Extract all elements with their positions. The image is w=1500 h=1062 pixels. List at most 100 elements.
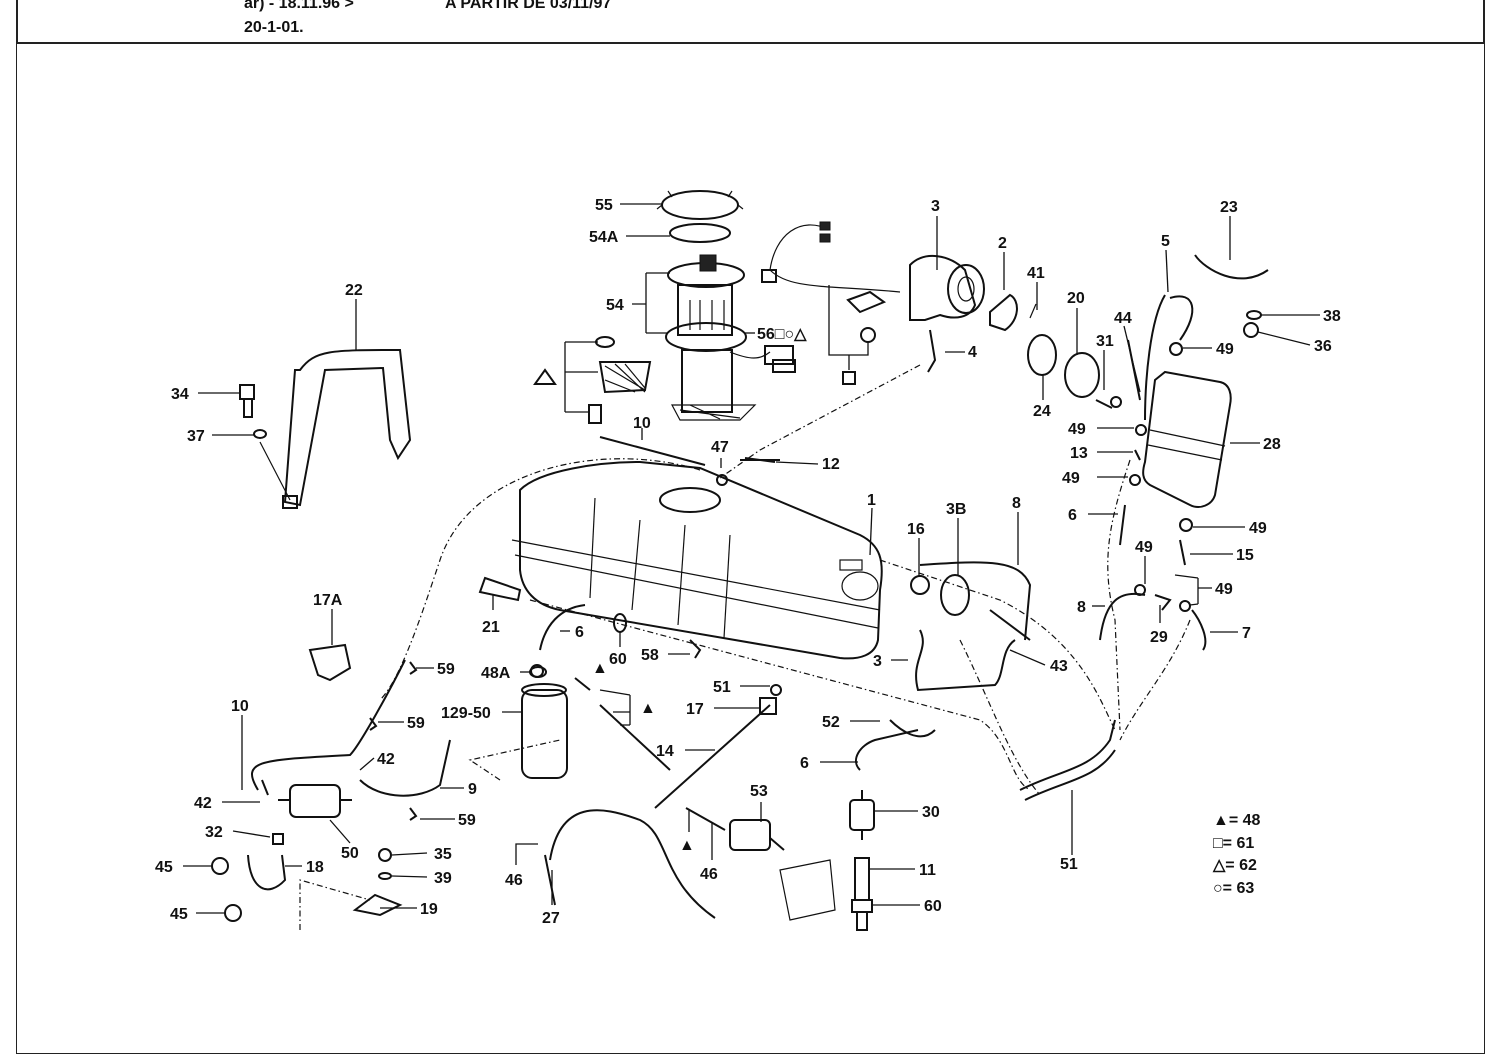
hose-10 (251, 659, 406, 791)
callout-49-e: 49 (1135, 539, 1153, 556)
fuel-filter-canister (521, 666, 568, 779)
callout-9: 9 (468, 781, 477, 798)
fuel-lines (478, 436, 1207, 692)
callout-49-a: 49 (1216, 341, 1234, 358)
callout-20: 20 (1067, 290, 1085, 307)
callout-48a: 48A (481, 665, 511, 682)
frame-left-edge (16, 0, 18, 44)
callout-42-top: 42 (377, 751, 395, 768)
engine-bracket (779, 859, 836, 921)
clamp-51 (770, 684, 782, 696)
callout-28: 28 (1263, 436, 1281, 453)
callout-52: 52 (822, 714, 840, 731)
callout-53: 53 (750, 783, 768, 800)
hose-9 (359, 739, 451, 797)
callout-34: 34 (171, 386, 189, 403)
callout-54: 54 (606, 297, 624, 314)
callout-59-a: 59 (437, 661, 455, 678)
legend-row-filled-triangle: ▲= 48 (1213, 812, 1261, 829)
callout-18: 18 (306, 859, 324, 876)
callout-6-right: 6 (1068, 507, 1077, 524)
callout-49-b: 49 (1068, 421, 1086, 438)
hose-6-lower (855, 729, 919, 771)
callout-129-50: 129-50 (441, 705, 491, 722)
callout-54a: 54A (589, 229, 619, 246)
hose-27 (549, 809, 716, 919)
clip-59-c (409, 807, 418, 821)
valve-13 (1134, 449, 1141, 461)
callout-10-left: 10 (231, 698, 249, 715)
header-date-range: ar) - 18.11.96 > (244, 0, 354, 12)
tank-strap (259, 348, 412, 509)
callout-45-upper: 45 (155, 859, 173, 876)
wiring-harness (761, 221, 901, 385)
callout-11: 11 (919, 862, 936, 879)
callout-51-bottom: 51 (1060, 856, 1078, 873)
pipe-bundle-51 (1019, 719, 1116, 791)
connector-29 (1154, 594, 1172, 611)
callout-tri-46: ▲ (679, 837, 695, 854)
callout-29: 29 (1150, 629, 1168, 646)
callout-21: 21 (482, 619, 500, 636)
callout-5: 5 (1161, 233, 1170, 250)
callout-60-bottom: 60 (924, 898, 942, 915)
fuel-filter-50 (278, 784, 352, 818)
callout-labels: 55 54A 54 56□○△ 10 47 12 3 2 41 4 20 31 … (155, 197, 1341, 927)
callout-1: 1 (867, 492, 876, 509)
bolt-34 (239, 384, 255, 400)
callout-44: 44 (1114, 310, 1132, 327)
bracket-19 (352, 893, 403, 917)
callout-60-mid: 60 (609, 651, 627, 668)
callout-46-right: 46 (700, 866, 718, 883)
callout-49-d: 49 (1249, 520, 1267, 537)
callout-tri-48a: ▲ (592, 660, 608, 677)
callout-24: 24 (1033, 403, 1051, 420)
clamp-16 (910, 575, 930, 595)
callout-14: 14 (656, 743, 674, 760)
callout-49-f: 49 (1215, 581, 1233, 598)
header-date-range-end: 20-1-01. (244, 19, 304, 36)
filler-neck (909, 254, 1122, 409)
callout-31: 31 (1096, 333, 1114, 350)
callout-3-top: 3 (931, 198, 940, 215)
nut-36 (1243, 322, 1259, 338)
callout-22: 22 (345, 282, 363, 299)
callout-43: 43 (1050, 658, 1068, 675)
callout-15: 15 (1236, 547, 1254, 564)
callout-6-mid: 6 (575, 624, 584, 641)
hose-14 (654, 704, 771, 809)
spring-12 (744, 457, 776, 463)
fuel-pump-assembly (656, 190, 796, 421)
callout-27: 27 (542, 910, 560, 927)
callout-35: 35 (434, 846, 452, 863)
callout-12: 12 (822, 456, 840, 473)
callout-36: 36 (1314, 338, 1332, 355)
callout-8-top: 8 (1012, 495, 1021, 512)
legend-row-triangle: △= 62 (1212, 857, 1257, 874)
diagram-frame (16, 42, 1485, 1054)
pump-seal-kit (533, 336, 652, 424)
callout-58: 58 (641, 647, 659, 664)
callout-37: 37 (187, 428, 205, 445)
callout-23: 23 (1220, 199, 1238, 216)
leader-lines (183, 203, 1320, 914)
callout-59-c: 59 (458, 812, 476, 829)
callout-3-lower: 3 (873, 653, 882, 670)
callout-2: 2 (998, 235, 1007, 252)
callout-17a: 17A (313, 592, 343, 609)
callout-7: 7 (1242, 625, 1251, 642)
inline-filter-53 (685, 807, 785, 851)
callout-39: 39 (434, 870, 452, 887)
frame-right-edge (1483, 0, 1485, 44)
callout-45-lower: 45 (170, 906, 188, 923)
nut-45-lower (224, 904, 242, 922)
callout-8-right: 8 (1077, 599, 1086, 616)
seal-3b (940, 574, 970, 616)
routing-lines (299, 364, 1191, 930)
callout-4: 4 (968, 344, 977, 361)
callout-13: 13 (1070, 445, 1088, 462)
washer-38 (1246, 310, 1262, 320)
callout-49-c: 49 (1062, 470, 1080, 487)
fuel-tank (511, 460, 883, 660)
